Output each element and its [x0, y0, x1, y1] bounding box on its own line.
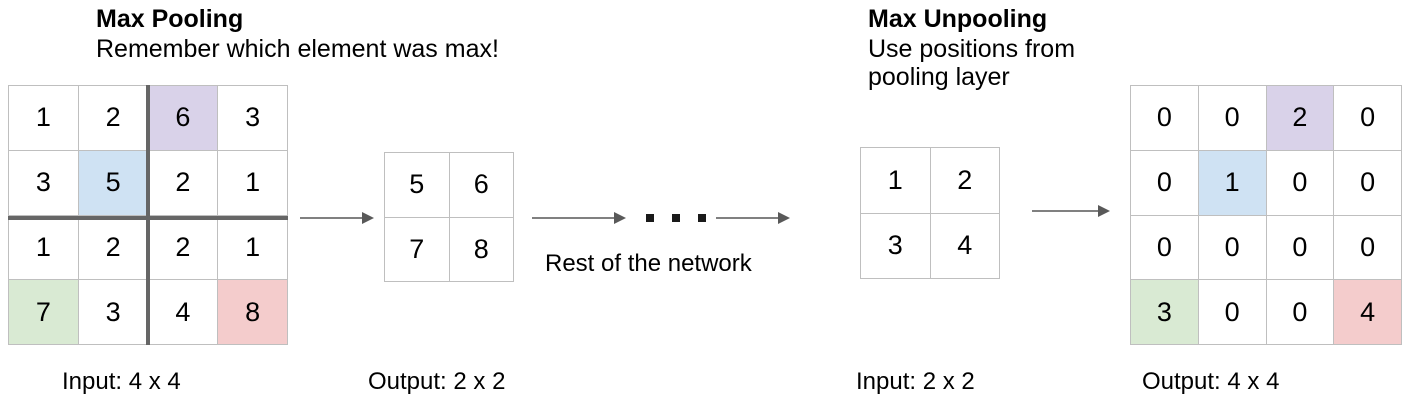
grid-cell: 2: [1266, 86, 1334, 150]
arrow-network-left: [532, 211, 628, 225]
max-unpooling-title: Max Unpooling: [868, 5, 1048, 33]
grid-cell: 2: [148, 150, 218, 215]
pooling-output-caption: Output: 2 x 2: [368, 368, 506, 395]
grid-cell: 2: [78, 215, 148, 280]
grid-cell: 1: [218, 215, 287, 280]
grid-cell: 5: [78, 150, 148, 215]
grid-cell: 1: [9, 215, 78, 280]
grid-cell: 7: [9, 280, 78, 344]
grid-cell: 0: [1266, 150, 1334, 215]
grid-cell: 0: [1266, 215, 1334, 280]
grid-cell: 8: [449, 217, 513, 281]
ellipsis-dot: [672, 214, 680, 222]
grid-cell: 0: [1131, 215, 1198, 280]
grid-cell: 1: [9, 86, 78, 150]
grid-cell: 1: [861, 148, 930, 213]
pooling-input-caption: Input: 4 x 4: [62, 368, 181, 395]
ellipsis-dot: [698, 214, 706, 222]
grid-cell: 0: [1198, 86, 1266, 150]
grid-cell: 3: [9, 150, 78, 215]
grid-cell: 0: [1266, 280, 1334, 344]
grid-cell: 0: [1131, 86, 1198, 150]
grid-cell: 8: [218, 280, 287, 344]
grid-cell: 0: [1131, 150, 1198, 215]
rest-of-network-label: Rest of the network: [545, 250, 752, 277]
arrow-network-right: [716, 211, 792, 225]
grid-cell: 0: [1334, 215, 1401, 280]
grid-cell: 2: [148, 215, 218, 280]
grid-cell: 7: [385, 217, 449, 281]
unpooling-input-caption: Input: 2 x 2: [856, 368, 975, 395]
grid-cell: 1: [1198, 150, 1266, 215]
grid-cell: 2: [930, 148, 999, 213]
ellipsis-dot: [646, 214, 654, 222]
network-ellipsis: [646, 214, 706, 222]
grid-cell: 6: [148, 86, 218, 150]
grid-cell: 3: [218, 86, 287, 150]
max-unpooling-subtitle-line2: pooling layer: [868, 63, 1010, 91]
pooling-horizontal-divider: [8, 216, 288, 220]
grid-cell: 0: [1334, 86, 1401, 150]
max-unpooling-subtitle-line1: Use positions from: [868, 35, 1076, 63]
grid-cell: 3: [78, 280, 148, 344]
arrow-unpooling-to-output: [1032, 204, 1112, 218]
grid-cell: 2: [78, 86, 148, 150]
grid-cell: 5: [385, 153, 449, 217]
grid-cell: 4: [1334, 280, 1401, 344]
grid-cell: 0: [1334, 150, 1401, 215]
grid-cell: 4: [930, 213, 999, 278]
grid-cell: 1: [218, 150, 287, 215]
grid-cell: 3: [1131, 280, 1198, 344]
arrow-pooling-to-output: [300, 211, 376, 225]
unpooling-output-caption: Output: 4 x 4: [1142, 368, 1280, 395]
pooling-vertical-divider: [146, 85, 150, 345]
grid-cell: 3: [861, 213, 930, 278]
max-pooling-title: Max Pooling: [96, 5, 244, 33]
grid-cell: 0: [1198, 215, 1266, 280]
grid-cell: 6: [449, 153, 513, 217]
grid-cell: 0: [1198, 280, 1266, 344]
max-pooling-subtitle: Remember which element was max!: [96, 35, 499, 63]
grid-cell: 4: [148, 280, 218, 344]
